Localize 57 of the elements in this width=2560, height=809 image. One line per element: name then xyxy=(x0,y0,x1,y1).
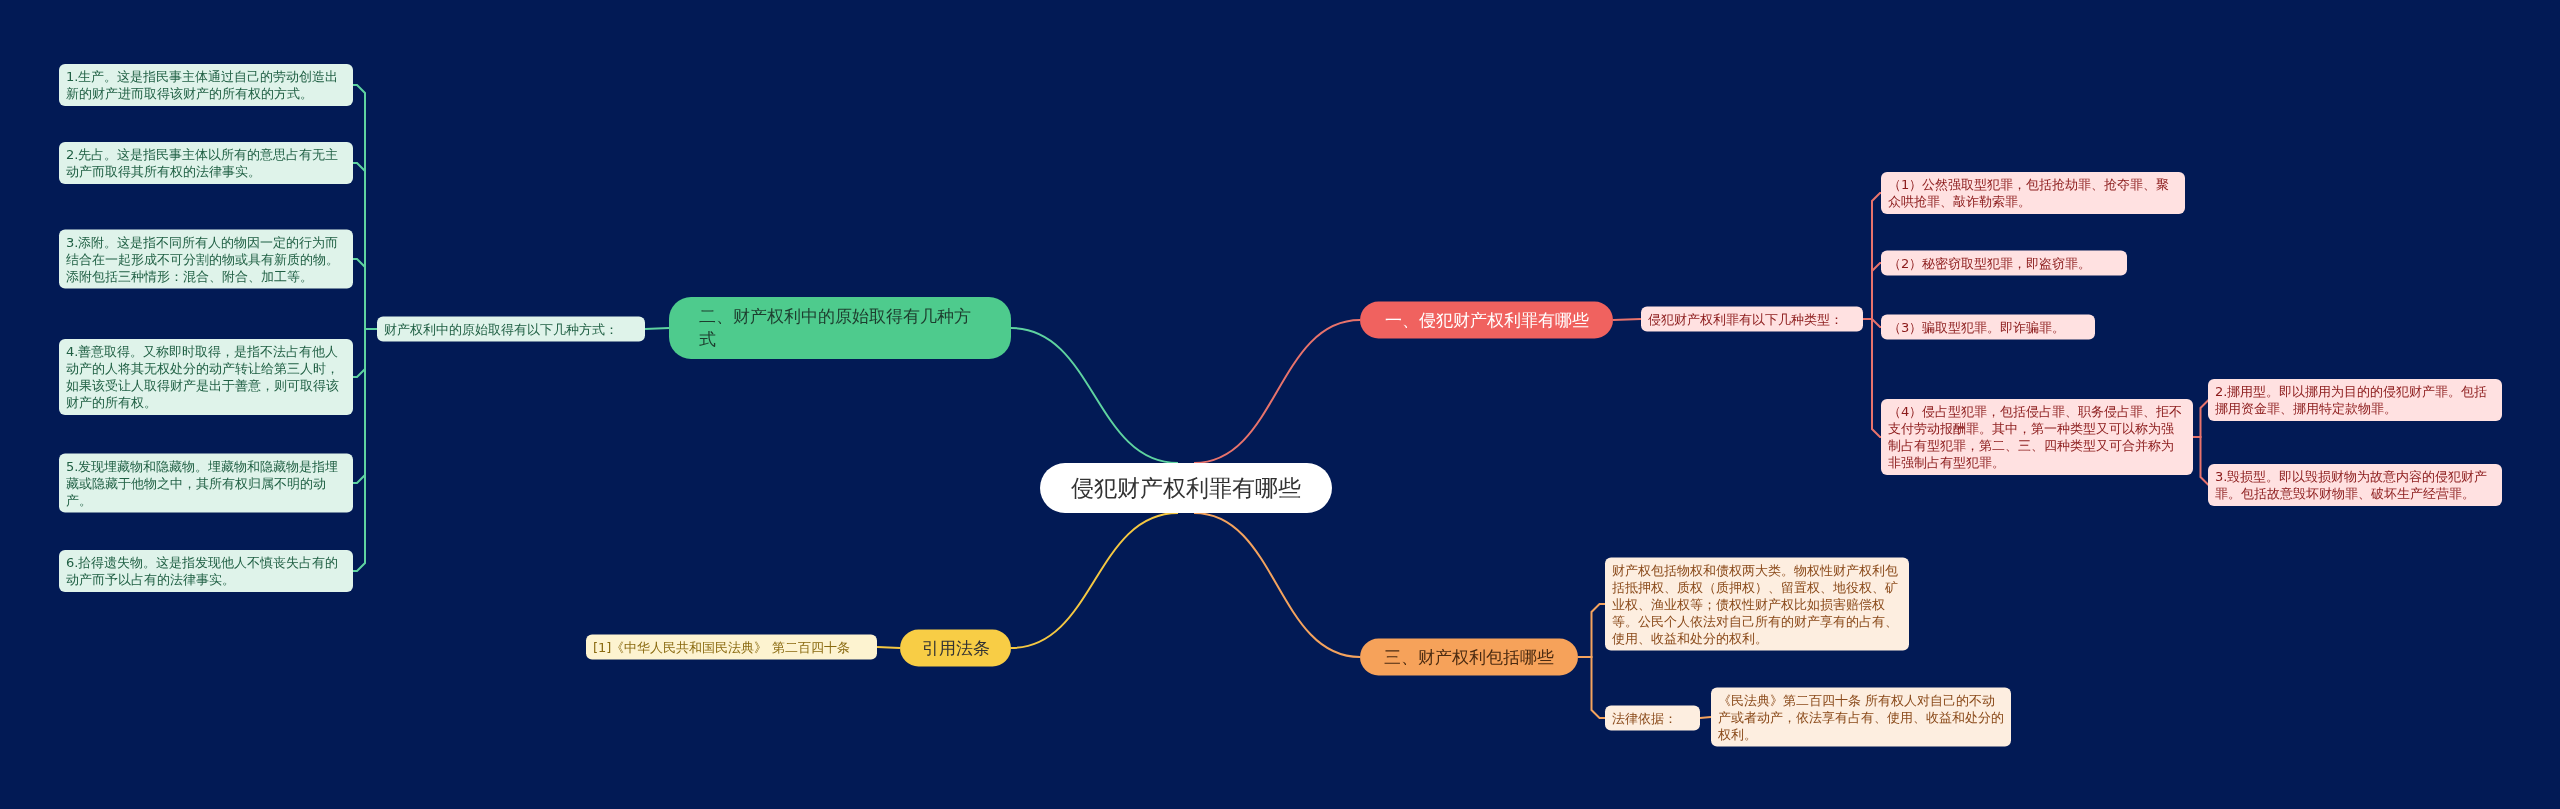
connector-line xyxy=(1193,512,1361,658)
topic-text: 《民法典》第二百四十条 所有权人对自己的不动产或者动产，依法享有占有、使用、收益和处分的权利。 xyxy=(1718,692,2004,742)
topic-text: （3）骗取型犯罪。即诈骗罪。 xyxy=(1888,319,2066,335)
topic-text: 引用法条 xyxy=(921,637,990,658)
topic-text: 3.添附。这是指不同所有人的物因一定的行为而结合在一起形成不可分割的物或具有新质的物。添附包括三种情形：混合、附合、加工等。 xyxy=(66,234,339,284)
topic-text: 2.挪用型。即以挪用为目的的侵犯财产罪。包括挪用资金罪、挪用特定款物罪。 xyxy=(2215,384,2488,416)
subtopic-box xyxy=(59,64,353,106)
topic-text: 二、财产权利中的原始取得有几种方式 xyxy=(699,306,971,349)
subtopic-box xyxy=(1881,314,2095,340)
connector-line xyxy=(1612,318,1642,321)
subtopic-box xyxy=(1605,705,1700,731)
subtopic-box xyxy=(59,550,353,592)
subtopic-box xyxy=(377,316,645,342)
connector-line xyxy=(1699,716,1712,719)
connector-line xyxy=(1193,319,1361,464)
branch-topic xyxy=(1360,638,1578,676)
topic-text: （1）公然强取型犯罪，包括抢劫罪、抢夺罪、聚众哄抢罪、敲诈勒索罪。 xyxy=(1888,177,2170,209)
connector-line xyxy=(352,328,378,572)
subtopic-box xyxy=(59,339,353,415)
subtopic-box xyxy=(1641,306,1863,332)
connector-line xyxy=(1862,318,1882,438)
topic-text: 财产权利中的原始取得有以下几种方式： xyxy=(384,321,618,337)
subtopic-box xyxy=(1881,172,2185,214)
subtopic-box xyxy=(1605,557,1909,651)
subtopic-box xyxy=(2208,464,2502,506)
topic-text: （4）侵占型犯罪，包括侵占罪、职务侵占罪、拒不支付劳动报酬罪。其中，第一种类型又可以称为强制占有型犯罪，第二、三、四种类型又可合并称为非强制占有型犯罪。 xyxy=(1888,404,2183,470)
subtopic-box xyxy=(586,634,877,660)
connector-line xyxy=(876,646,901,649)
topic-text: 4.善意取得。又称即时取得，是指不法占有他人动产的人将其无权处分的动产转让给第三人时，如果该受让人取得财产是出于善意，则可取得该财产的所有权。 xyxy=(66,344,339,410)
subtopic-box xyxy=(2208,379,2502,421)
connector-line xyxy=(1010,512,1179,649)
topic-text: 2.先占。这是指民事主体以所有的意思占有无主动产而取得其所有权的法律事实。 xyxy=(66,147,339,179)
topic-text: 一、侵犯财产权利罪有哪些 xyxy=(1384,309,1589,330)
topic-text: 侵犯财产权利罪有以下几种类型： xyxy=(1648,311,1843,327)
subtopic-box xyxy=(1881,250,2127,276)
topic-text: （2）秘密窃取型犯罪，即盗窃罪。 xyxy=(1888,255,2092,271)
central-topic xyxy=(1040,463,1332,513)
subtopic-box xyxy=(59,142,353,184)
topic-text: 5.发现埋藏物和隐藏物。埋藏物和隐藏物是指埋藏或隐藏于他物之中，其所有权归属不明的动产。 xyxy=(66,458,339,508)
topic-text: 侵犯财产权利罪有哪些 xyxy=(1071,475,1301,501)
subtopic-box xyxy=(1881,399,2193,475)
topic-text: 1.生产。这是指民事主体通过自己的劳动创造出新的财产进而取得该财产的所有权的方式。 xyxy=(66,69,339,101)
topic-text: 财产权包括物权和债权两大类。物权性财产权利包括抵押权、质权（质押权）、留置权、地役权、矿业权、渔业权等；债权性财产权比如损害赔偿权等。公民个人依法对自己所有的财产享有的占有、使用、收益和处分的权利。 xyxy=(1612,562,1898,646)
connector-line xyxy=(644,327,670,330)
topic-text: 三、财产权利包括哪些 xyxy=(1384,646,1554,667)
subtopic-box xyxy=(1711,687,2011,747)
branch-topic xyxy=(669,297,1011,359)
connector-line xyxy=(1577,656,1606,719)
topic-text: [1]《中华人民共和国民法典》 第二百四十条 xyxy=(593,639,850,655)
topic-text: 6.拾得遗失物。这是指发现他人不慎丧失占有的动产而予以占有的法律事实。 xyxy=(66,555,339,587)
connector-line xyxy=(1010,327,1179,464)
subtopic-box xyxy=(59,453,353,513)
topic-text: 3.毁损型。即以毁损财物为故意内容的侵犯财产罪。包括故意毁坏财物罪、破坏生产经营罪。 xyxy=(2215,469,2488,501)
topic-text: 法律依据： xyxy=(1612,710,1677,726)
branch-topic xyxy=(1360,301,1613,339)
subtopic-box xyxy=(59,229,353,289)
branch-topic xyxy=(900,629,1011,667)
